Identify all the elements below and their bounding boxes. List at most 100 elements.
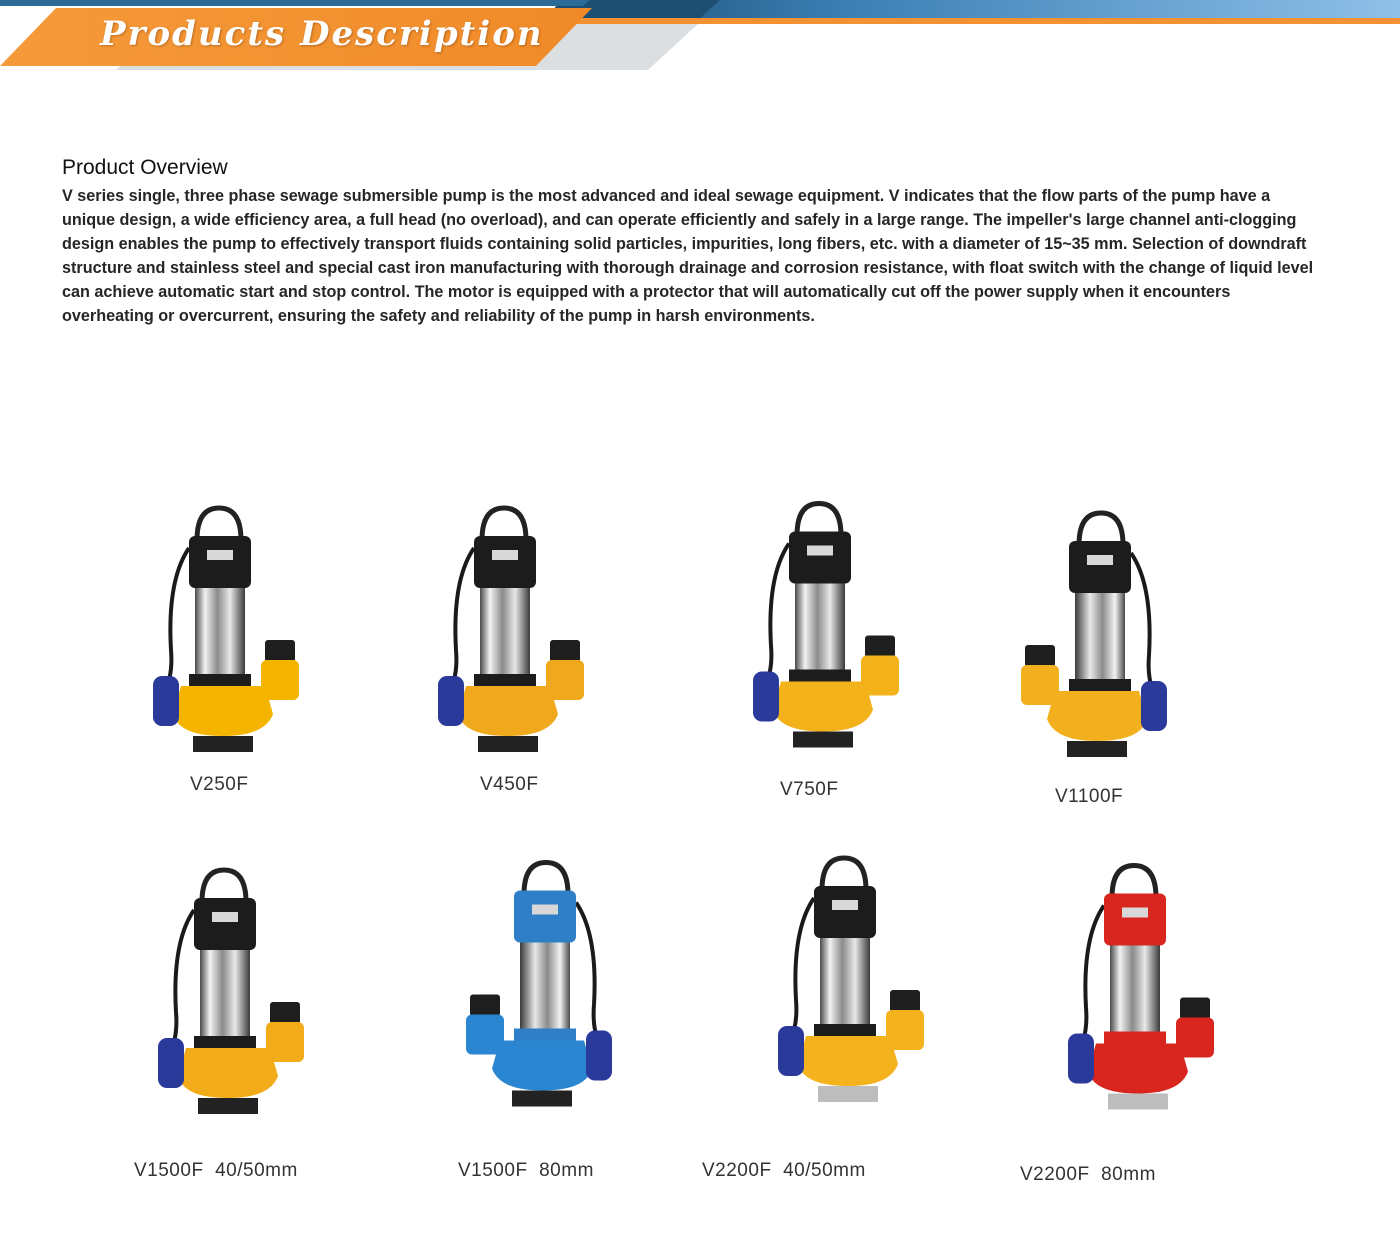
product-caption-v2200f-40-50mm: V2200F 40/50mm: [702, 1160, 866, 1181]
pump-outlet-elbow: [1021, 665, 1059, 705]
product-caption-v750f: V750F: [780, 779, 839, 800]
pump-steel-body: [820, 938, 870, 1026]
pump-volute: [178, 1048, 278, 1098]
pump-outlet: [550, 640, 580, 662]
float-switch: [1141, 681, 1167, 731]
pump-outlet-elbow: [1176, 1017, 1214, 1058]
pump-label-plate: [1087, 555, 1113, 565]
product-image-v250f: [115, 500, 335, 765]
pump-cable: [163, 546, 191, 691]
float-switch: [586, 1030, 612, 1081]
pump-outlet: [1025, 645, 1055, 667]
pump-handle: [1109, 862, 1159, 898]
pump-foot: [793, 731, 853, 748]
pump-outlet-elbow: [861, 655, 899, 696]
pump-illustration: [1021, 510, 1167, 757]
pump-collar: [474, 674, 536, 686]
pump-handle: [199, 867, 249, 903]
pump-collar: [1069, 679, 1131, 691]
pump-head: [194, 898, 256, 950]
float-switch: [438, 676, 464, 726]
product-overview-section: Product Overview V series single, three …: [62, 156, 1320, 328]
product-caption-v1100f: V1100F: [1055, 786, 1124, 807]
pump-volute: [492, 1040, 592, 1091]
pump-head: [1069, 541, 1131, 593]
product-image-v1500f-40-50mm: [120, 842, 340, 1147]
product-image-v450f: [400, 500, 620, 765]
pump-handle: [794, 500, 844, 536]
pump-handle: [1076, 510, 1126, 546]
product-caption-v1500f-40-50mm: V1500F 40/50mm: [134, 1160, 298, 1181]
pump-steel-body: [200, 950, 250, 1038]
pump-steel-body: [1110, 945, 1160, 1034]
pump-cable: [763, 542, 791, 687]
product-image-v1100f: [985, 500, 1205, 775]
pump-handle: [521, 859, 571, 895]
pump-handle: [819, 855, 869, 891]
pump-steel-body: [480, 588, 530, 676]
pump-outlet-elbow: [266, 1022, 304, 1062]
pump-cable: [1078, 904, 1106, 1049]
pump-illustration: [438, 505, 584, 752]
pump-steel-body: [520, 942, 570, 1031]
pump-outlet: [270, 1002, 300, 1024]
pump-illustration: [753, 500, 899, 748]
float-switch: [778, 1026, 804, 1076]
pump-head: [514, 890, 576, 943]
product-image-v1500f-80mm: [430, 822, 650, 1152]
pump-illustration: [1068, 862, 1214, 1110]
pump-label-plate: [532, 904, 558, 915]
pump-head: [789, 531, 851, 584]
overview-body: V series single, three phase sewage subm…: [62, 187, 1314, 325]
pump-head: [189, 536, 251, 588]
pump-head: [814, 886, 876, 938]
product-caption-v2200f-80mm: V2200F 80mm: [1020, 1164, 1156, 1185]
pump-foot: [1067, 741, 1127, 757]
pump-collar: [814, 1024, 876, 1036]
pump-illustration: [158, 867, 304, 1114]
pump-volute: [1088, 1043, 1188, 1094]
pump-collar: [514, 1028, 576, 1041]
pump-steel-body: [1075, 593, 1125, 681]
product-image-v2200f-80mm: [1030, 825, 1250, 1155]
pump-head: [1104, 893, 1166, 946]
pump-illustration: [778, 855, 924, 1102]
pump-outlet-elbow: [466, 1014, 504, 1055]
pump-volute: [798, 1036, 898, 1086]
pump-foot: [1108, 1093, 1168, 1110]
float-switch: [158, 1038, 184, 1088]
pump-outlet: [265, 640, 295, 662]
product-caption-v250f: V250F: [190, 774, 249, 795]
banner-graphic: [0, 0, 1400, 70]
pump-collar: [1104, 1031, 1166, 1044]
header-banner: Products Description: [0, 0, 1400, 72]
product-caption-v450f: V450F: [480, 774, 539, 795]
pump-foot: [198, 1098, 258, 1114]
pump-outlet-elbow: [261, 660, 299, 700]
pump-collar: [194, 1036, 256, 1048]
pump-label-plate: [492, 550, 518, 560]
float-switch: [1068, 1033, 1094, 1084]
pump-illustration: [466, 859, 612, 1107]
pump-collar: [189, 674, 251, 686]
pump-outlet: [1180, 997, 1210, 1020]
pump-outlet: [470, 994, 500, 1017]
pump-foot: [818, 1086, 878, 1102]
pump-label-plate: [807, 545, 833, 556]
pump-volute: [173, 686, 273, 736]
pump-outlet-elbow: [886, 1010, 924, 1050]
pump-handle: [479, 505, 529, 541]
pump-volute: [773, 681, 873, 732]
pump-illustration: [153, 505, 299, 752]
pump-collar: [789, 669, 851, 682]
pump-handle: [194, 505, 244, 541]
pump-cable: [1129, 551, 1157, 696]
pump-volute: [458, 686, 558, 736]
pump-label-plate: [207, 550, 233, 560]
pump-head: [474, 536, 536, 588]
product-caption-v1500f-80mm: V1500F 80mm: [458, 1160, 594, 1181]
product-image-v2200f-40-50mm: [740, 815, 960, 1150]
pump-cable: [788, 896, 816, 1041]
product-image-v750f: [715, 488, 935, 768]
pump-volute: [1047, 691, 1147, 741]
